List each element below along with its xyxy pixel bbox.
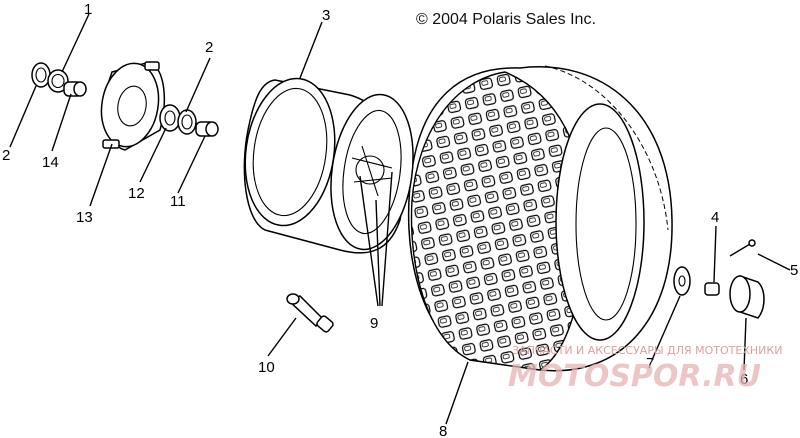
seal-part-2-left [31,62,51,88]
spacer-part-11 [195,121,219,137]
cotter-pin-part-5 [729,239,756,257]
callout-14: 14 [42,154,59,171]
callout-8: 8 [439,423,447,438]
seal-part-2-right [177,109,197,135]
watermark-tagline: ЗАПЧАСТИ И АКСЕССУАРЫ ДЛЯ МОТОТЕХНИКИ [512,344,782,357]
bearing-part-12 [159,104,181,132]
callout-1: 1 [84,1,92,18]
callout-12: 12 [128,185,145,202]
tire-part-8 [407,65,673,372]
callout-2-left: 2 [2,147,10,164]
callout-2-right: 2 [205,39,213,56]
callout-11: 11 [170,193,186,210]
callout-7: 7 [646,355,654,372]
valve-stem-part-10 [286,293,334,333]
rim-part-3 [243,77,414,254]
spacer-part-14 [63,81,87,97]
callout-13: 13 [76,209,93,226]
callout-9: 9 [370,315,378,332]
watermark-brand: MOTOSPOR.RU [508,359,761,394]
leader-lines [9,13,791,425]
bearing-part-1 [47,69,69,93]
callout-3: 3 [322,7,330,24]
callout-5: 5 [790,262,798,279]
nut-part-4 [704,282,720,296]
hub-part-13 [100,61,166,151]
callout-6: 6 [740,371,748,388]
copyright-text: © 2004 Polaris Sales Inc. [416,11,596,28]
callout-10: 10 [258,359,275,376]
washer-part-7 [673,266,691,296]
hub-cap-part-6 [729,274,765,319]
callout-4: 4 [711,209,719,226]
